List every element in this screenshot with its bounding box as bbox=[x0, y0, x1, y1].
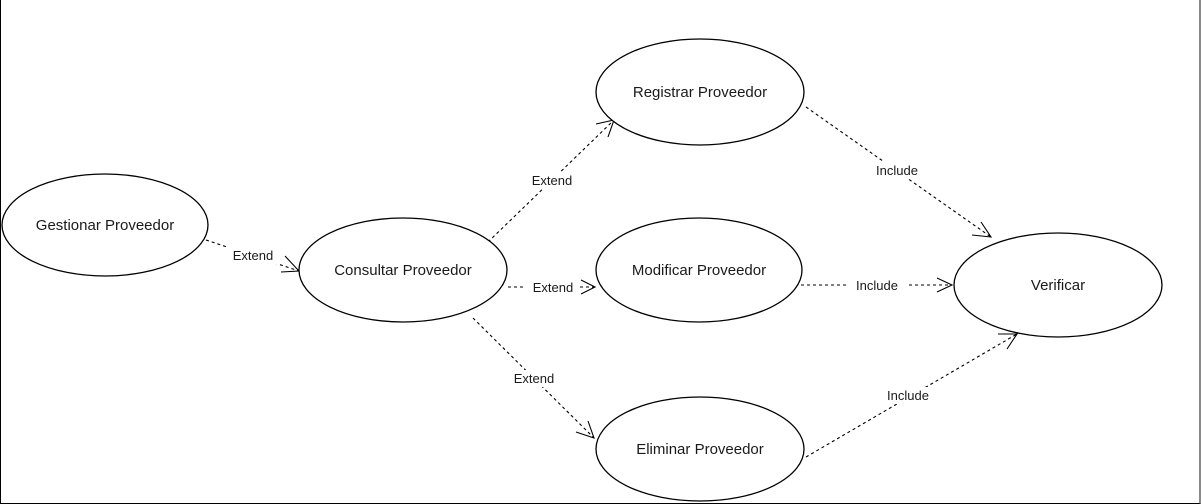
use-case-modificar-proveedor[interactable]: Modificar Proveedor bbox=[595, 217, 803, 323]
edge-label-registrar-verificar: Include bbox=[868, 162, 926, 179]
use-case-label: Registrar Proveedor bbox=[633, 84, 767, 101]
use-case-registrar-proveedor[interactable]: Registrar Proveedor bbox=[595, 38, 805, 146]
edge-label-consultar-eliminar: Extend bbox=[507, 370, 561, 387]
edge-label-consultar-modificar: Extend bbox=[526, 279, 580, 296]
use-case-eliminar-proveedor[interactable]: Eliminar Proveedor bbox=[595, 396, 805, 502]
use-case-label: Gestionar Proveedor bbox=[36, 217, 174, 234]
use-case-label: Eliminar Proveedor bbox=[636, 441, 764, 458]
edge-label-text: Extend bbox=[233, 248, 273, 263]
use-case-gestionar-proveedor[interactable]: Gestionar Proveedor bbox=[1, 173, 209, 277]
edge-label-text: Extend bbox=[533, 280, 573, 295]
edge-registrar-verificar bbox=[805, 106, 993, 238]
use-case-consultar-proveedor[interactable]: Consultar Proveedor bbox=[298, 217, 508, 323]
edge-label-text: Include bbox=[876, 163, 918, 178]
edge-modificar-verificar bbox=[801, 277, 954, 293]
edge-label-consultar-registrar: Extend bbox=[525, 172, 579, 189]
edge-label-text: Extend bbox=[514, 371, 554, 386]
use-case-label: Verificar bbox=[1031, 277, 1085, 294]
edge-label-gestionar-consultar: Extend bbox=[226, 247, 280, 264]
use-case-verificar[interactable]: Verificar bbox=[953, 232, 1163, 338]
edge-label-text: Extend bbox=[532, 173, 572, 188]
use-case-label: Consultar Proveedor bbox=[334, 262, 472, 279]
edge-label-eliminar-verificar: Include bbox=[879, 387, 937, 404]
edge-label-text: Include bbox=[887, 388, 929, 403]
edge-label-text: Include bbox=[856, 278, 898, 293]
edge-label-modificar-verificar: Include bbox=[848, 277, 906, 294]
use-case-label: Modificar Proveedor bbox=[632, 262, 766, 279]
